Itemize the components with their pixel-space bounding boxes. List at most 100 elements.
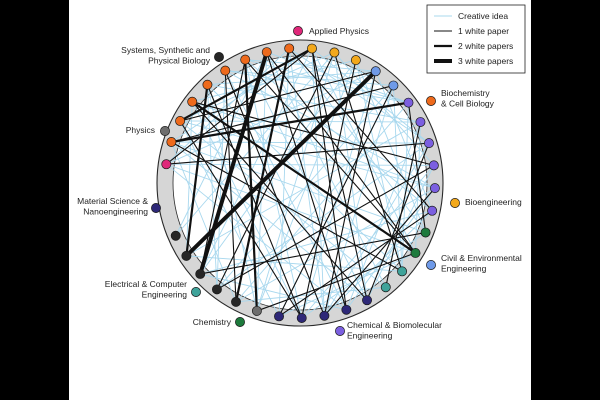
department-label-line: Engineering <box>441 264 487 274</box>
department-node-matsci <box>362 295 372 306</box>
creative-idea-links <box>165 47 436 319</box>
department-node-biochem <box>240 54 251 65</box>
one-white-paper-link <box>311 47 347 311</box>
department-label-line: Physics <box>126 125 155 135</box>
department-node-chembio <box>415 117 426 127</box>
one-white-paper-link <box>224 70 237 303</box>
department-label-bioeng: Bioengineering <box>465 197 522 207</box>
one-white-paper-link <box>266 51 417 254</box>
label-swatch-ssb <box>214 52 224 62</box>
creative-idea-link <box>191 59 357 103</box>
legend-creative-label: Creative idea <box>458 11 508 21</box>
one-white-paper-link <box>323 70 377 317</box>
one-white-paper-link <box>333 51 403 272</box>
department-label-line: Physical Biology <box>148 56 211 66</box>
one-white-paper-link <box>199 59 246 275</box>
creative-idea-link <box>345 187 436 311</box>
department-node-biochem <box>166 137 177 147</box>
creative-idea-link <box>244 59 409 104</box>
one-white-paper-link <box>278 210 433 317</box>
label-swatch-chembio <box>335 326 345 336</box>
department-node-matsci <box>341 304 352 315</box>
white-paper-links <box>165 47 436 319</box>
department-node-bioeng <box>329 47 340 58</box>
creative-idea-link <box>224 70 347 311</box>
department-node-ssb <box>211 284 222 295</box>
department-label-matsci: Material Science &Nanoengineering <box>77 196 148 217</box>
creative-idea-link <box>288 47 427 233</box>
one-white-paper-link <box>216 164 435 290</box>
legend-three-papers-label: 3 white papers <box>458 56 513 66</box>
legend-one-paper-label: 1 white paper <box>458 26 509 36</box>
two-white-papers-link <box>191 100 417 255</box>
two-white-papers-link <box>185 83 209 257</box>
department-label-chemistry: Chemistry <box>193 317 232 327</box>
three-white-papers-link <box>184 69 378 258</box>
creative-idea-link <box>401 102 409 272</box>
one-white-paper-link <box>224 70 325 317</box>
department-node-bioeng <box>307 43 317 54</box>
creative-idea-link <box>235 187 436 303</box>
label-swatch-chemistry <box>235 317 245 327</box>
department-node-physics <box>251 305 262 316</box>
department-node-chemistry <box>410 247 421 258</box>
department-label-line: Systems, Synthetic and <box>121 45 210 55</box>
three-white-papers-link <box>198 50 269 276</box>
legend-two-papers-label: 2 white papers <box>458 41 513 51</box>
department-ring <box>156 39 444 327</box>
label-swatch-matsci <box>151 203 161 213</box>
department-node-chembio <box>424 138 434 149</box>
creative-idea-link <box>170 141 368 301</box>
department-node-ssb <box>231 296 241 307</box>
creative-idea-link <box>179 120 280 317</box>
department-node-ece <box>380 282 391 293</box>
creative-idea-link <box>170 48 313 143</box>
department-label-biochem: Biochemistry& Cell Biology <box>441 88 495 109</box>
department-label-line: Material Science & <box>77 196 148 206</box>
department-label-line: Electrical & Computer <box>105 279 187 289</box>
label-swatch-ece <box>191 287 201 297</box>
department-node-civil <box>370 66 381 77</box>
department-node-civil <box>388 80 399 91</box>
creative-idea-link <box>278 252 416 317</box>
legend: Creative idea 1 white paper 2 white pape… <box>426 4 526 74</box>
department-node-applied_physics <box>161 159 172 170</box>
one-white-paper-link <box>165 142 430 165</box>
department-label-line: Chemistry <box>193 317 232 327</box>
creative-idea-link <box>199 48 313 275</box>
department-node-chemistry <box>420 227 431 238</box>
two-white-papers-link <box>170 101 410 144</box>
creative-idea-link <box>206 84 218 290</box>
one-white-paper-link <box>199 231 427 275</box>
one-white-paper-link <box>311 47 368 301</box>
department-label-line: Biochemistry <box>441 88 490 98</box>
department-label-line: Civil & Environmental <box>441 253 522 263</box>
creative-idea-link <box>170 141 237 303</box>
creative-idea-link <box>185 101 193 257</box>
one-white-paper-link <box>323 187 436 317</box>
creative-idea-link <box>179 120 436 189</box>
department-node-matsci <box>274 311 284 322</box>
department-node-chembio <box>403 97 414 108</box>
department-node-ssb <box>195 268 206 279</box>
creative-idea-link <box>256 52 335 312</box>
department-label-physics: Physics <box>126 125 155 135</box>
one-white-paper-link <box>256 252 417 312</box>
department-node-ece <box>397 266 408 277</box>
department-label-line: Applied Physics <box>309 26 369 36</box>
one-white-paper-link <box>170 141 403 272</box>
label-swatch-physics <box>160 126 170 136</box>
one-white-paper-link <box>278 85 394 317</box>
one-white-paper-link <box>385 121 421 288</box>
creative-idea-link <box>235 102 409 303</box>
department-ring-outer-edge <box>156 39 444 327</box>
department-label-line: Nanoengineering <box>83 207 148 217</box>
creative-idea-link <box>191 101 303 319</box>
creative-idea-link <box>165 163 347 311</box>
creative-idea-link <box>206 84 258 312</box>
department-node-biochem <box>284 43 295 54</box>
